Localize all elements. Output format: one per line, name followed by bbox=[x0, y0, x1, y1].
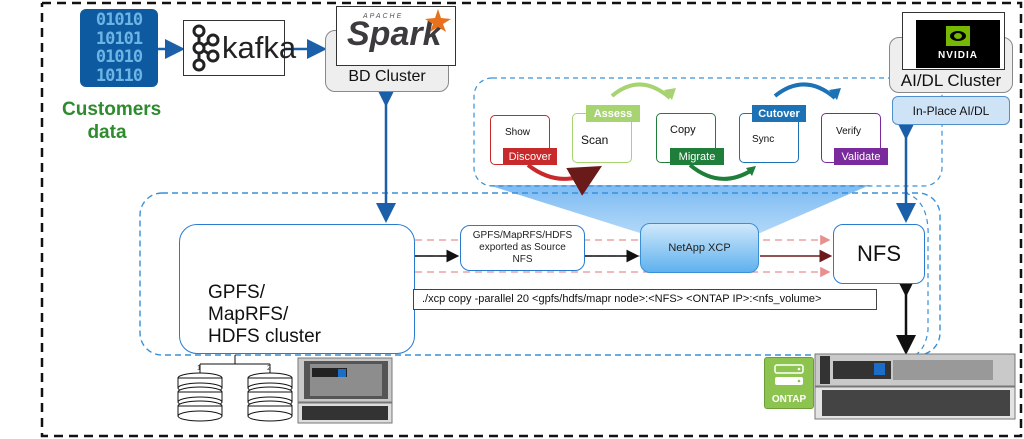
export-line: GPFS/MapRFS/HDFS bbox=[472, 230, 573, 241]
nvidia-label: NVIDIA bbox=[938, 50, 978, 61]
netapp-xcp-box: NetApp XCP bbox=[640, 223, 759, 273]
step-name: Copy bbox=[670, 124, 696, 136]
step-tag-discover: Discover bbox=[503, 148, 557, 165]
arrow-cutover-to-validate bbox=[773, 82, 837, 100]
workflow-funnel bbox=[488, 185, 870, 233]
step-name: Scan bbox=[581, 133, 609, 147]
step-tag-cutover: Cutover bbox=[752, 105, 806, 122]
xcp-command: ./xcp copy -parallel 20 <gpfs/hdfs/mapr … bbox=[413, 289, 877, 310]
nvidia-logo: NVIDIA bbox=[916, 20, 1000, 68]
ontap-badge bbox=[764, 357, 814, 409]
step-name: Sync bbox=[752, 134, 775, 145]
pipeline-frame bbox=[139, 192, 941, 356]
step-tag-migrate: Migrate bbox=[670, 148, 724, 165]
arrow-discover-to-assess bbox=[526, 163, 602, 196]
ontap-server-icon bbox=[774, 364, 804, 385]
binary-row: 01010 bbox=[95, 10, 143, 30]
source-cluster-line: HDFS cluster bbox=[208, 326, 321, 347]
nvidia-eye-icon bbox=[946, 26, 970, 46]
binary-row: 10110 bbox=[95, 65, 143, 86]
export-line: exported as Source bbox=[479, 242, 566, 253]
bd-cluster-label: BD Cluster bbox=[348, 68, 426, 85]
disk-stack-2 bbox=[247, 372, 293, 422]
binary-data-icon: 01010 10101 01010 10110 bbox=[80, 9, 158, 87]
source-cluster-line: GPFS/ bbox=[208, 282, 266, 303]
step-name: Verify bbox=[836, 126, 862, 137]
source-cluster-line: MapRFS/ bbox=[208, 304, 289, 325]
step-name: Show bbox=[505, 127, 531, 138]
nfs-target-box: NFS bbox=[833, 224, 925, 284]
binary-row: 10101 bbox=[95, 28, 143, 49]
step-tag-assess: Assess bbox=[586, 105, 640, 122]
apache-label: APACHE bbox=[363, 13, 404, 20]
spark-label: Spark bbox=[347, 15, 442, 53]
spark-star-icon bbox=[425, 9, 451, 32]
kafka-label: kafka bbox=[222, 30, 297, 65]
arrow-assess-to-migrate bbox=[610, 82, 672, 100]
workflow-panel bbox=[473, 77, 943, 187]
kafka-icon bbox=[192, 24, 220, 72]
source-cluster-label: GPFS/ MapRFS/ HDFS cluster bbox=[208, 282, 321, 348]
storage-appliance-right bbox=[814, 353, 1016, 420]
ai-dl-cluster-label: AI/DL Cluster bbox=[900, 71, 1002, 90]
disk-label: 1 bbox=[197, 365, 201, 372]
outer-frame bbox=[40, 1, 1023, 438]
in-place-ai-dl-box: In-Place AI/DL bbox=[892, 96, 1010, 125]
ontap-label: ONTAP bbox=[771, 394, 807, 405]
source-nfs-export-box: GPFS/MapRFS/HDFS exported as Source NFS bbox=[460, 225, 585, 271]
step-tag-validate: Validate bbox=[834, 148, 888, 165]
kafka-box bbox=[183, 20, 285, 76]
source-cluster-box bbox=[179, 224, 415, 354]
spark-logo: APACHE Spark bbox=[336, 6, 456, 66]
export-line: NFS bbox=[512, 254, 533, 265]
customers-data-label: Customers data bbox=[62, 99, 162, 143]
disk-stack-1 bbox=[177, 372, 223, 422]
disk-array bbox=[177, 355, 293, 422]
arrow-migrate-to-cutover bbox=[688, 163, 754, 181]
disk-label: 2 bbox=[267, 365, 271, 372]
binary-row: 01010 bbox=[95, 47, 143, 67]
storage-appliance-left bbox=[297, 357, 393, 424]
